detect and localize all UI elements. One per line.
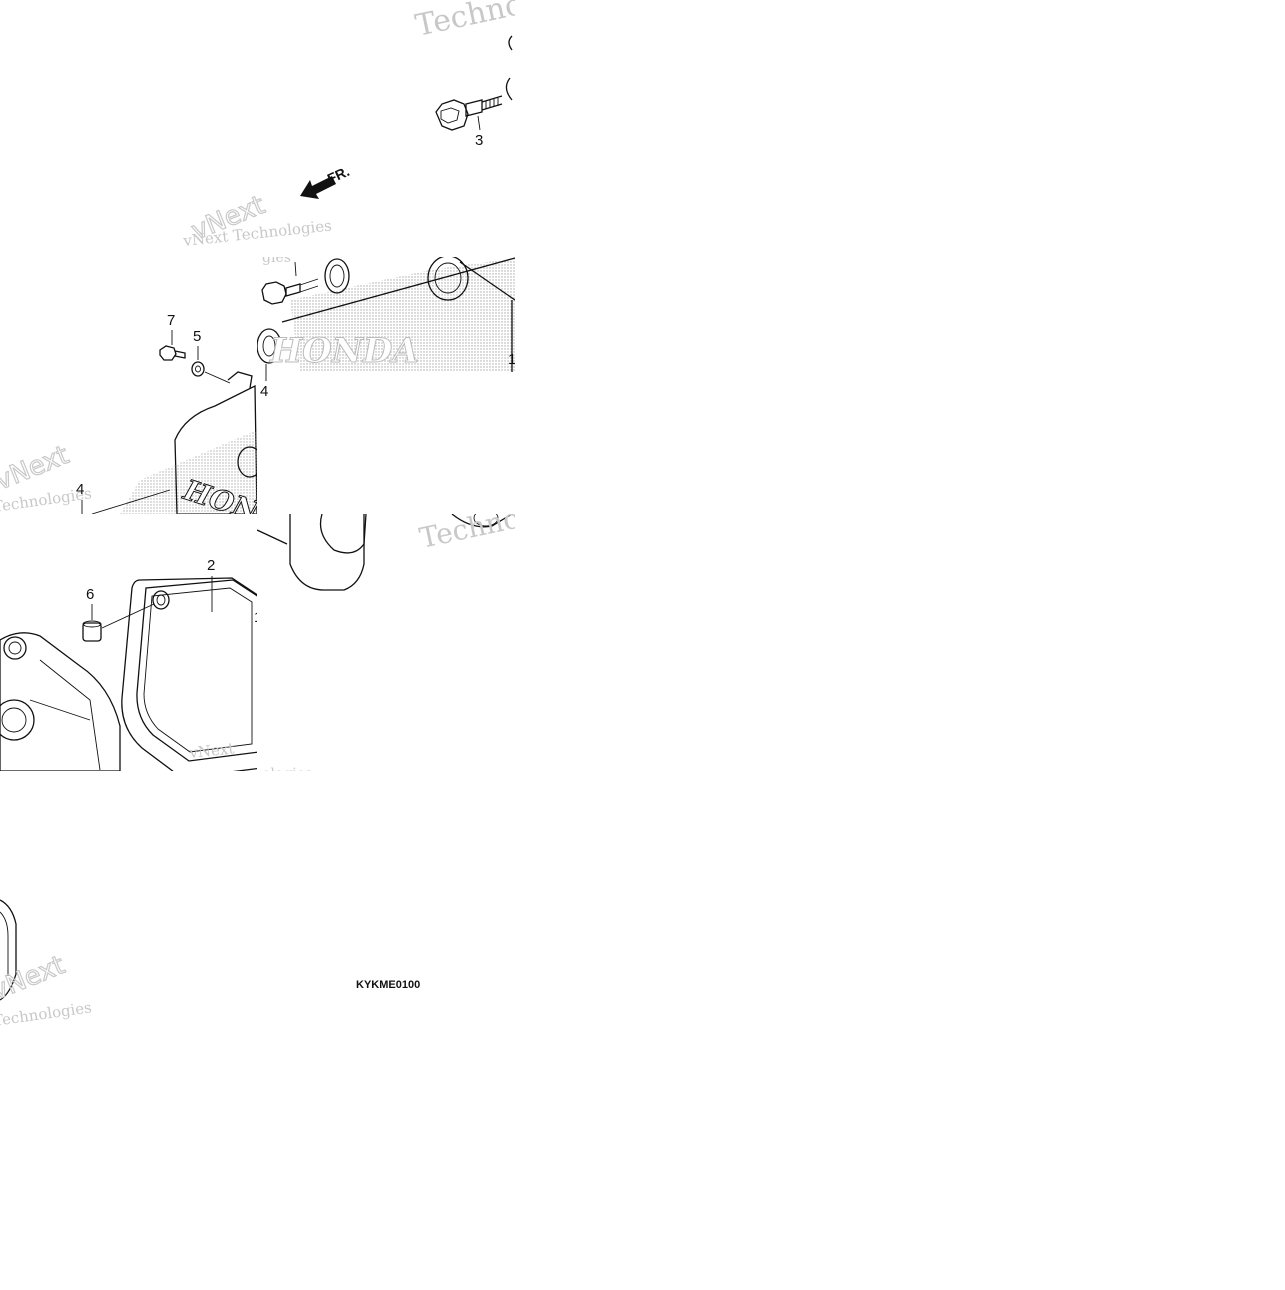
watermark-technologies-bottom: Technologies — [0, 998, 93, 1030]
part-edge — [505, 77, 513, 101]
gasket-2 — [121, 577, 257, 771]
callout-3: 3 — [475, 132, 483, 149]
callout-4: 4 — [260, 383, 268, 400]
watermark-fragment-lower: ologies — [262, 766, 312, 782]
tile-cover-lower: Technologies ologies — [257, 514, 515, 782]
callout-7: 7 — [167, 312, 175, 329]
bolt-3 — [435, 95, 503, 131]
fr-label: FR. — [325, 163, 352, 187]
tile-gasket: 2 6 vNext 1 — [0, 557, 262, 771]
honda-emblem: HONDA — [269, 331, 419, 371]
callout-6: 6 — [86, 586, 94, 603]
callout-5: 5 — [193, 328, 201, 345]
callout-1: 1 — [508, 351, 516, 368]
callout-4-left: 4 — [76, 481, 84, 498]
watermark-vnext-lower: vNext — [188, 739, 236, 762]
tile-cover-closeup: HONDA gies 1 — [257, 250, 516, 514]
washer-5 — [191, 361, 205, 377]
watermark-vnext-bottom: vNext — [0, 950, 69, 1006]
callout-2: 2 — [207, 557, 215, 574]
watermark-fragment: gies — [262, 250, 291, 266]
dowel-6 — [82, 620, 102, 642]
tile-top: Technologies 3 FR. vNext Technologies vN… — [182, 0, 613, 250]
bolt-7 — [159, 345, 186, 361]
callout-1-lower: 1 — [254, 609, 262, 626]
front-direction-arrow: FR. — [300, 163, 352, 199]
diagram-code: KYKME0100 — [356, 979, 420, 991]
part-edge — [508, 35, 513, 51]
tile-bottom: vNext Technologies — [0, 899, 93, 1030]
watermark-technologies: Technologies — [412, 0, 613, 44]
cylinder-head — [0, 632, 121, 771]
